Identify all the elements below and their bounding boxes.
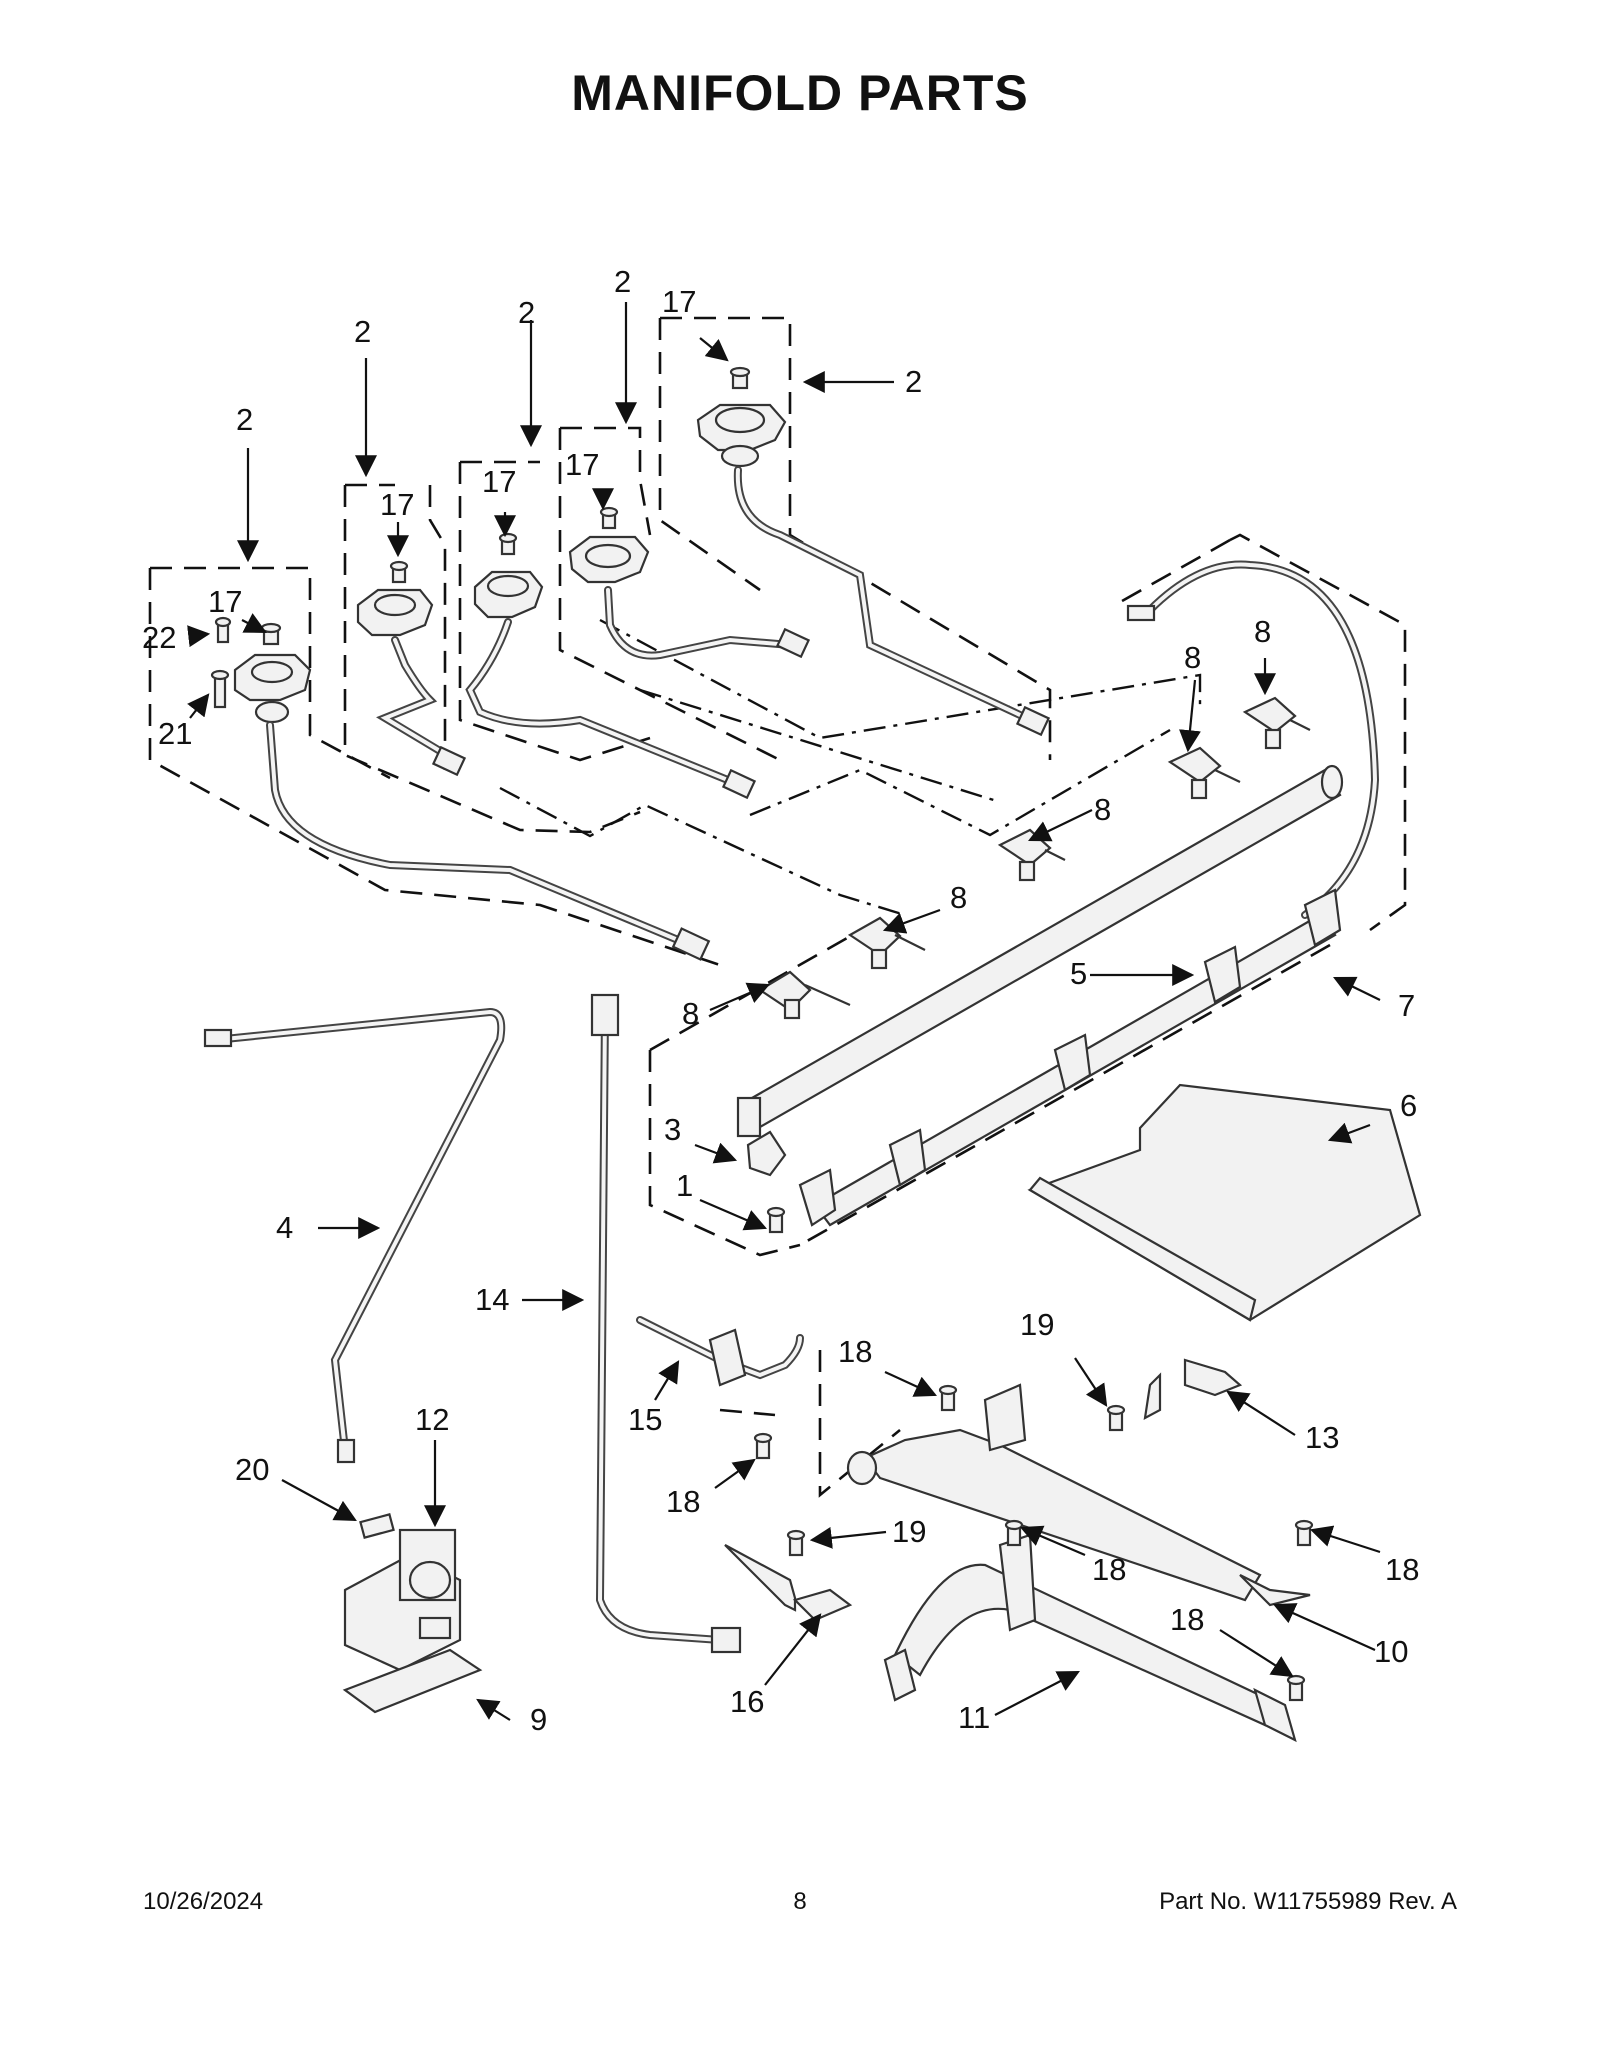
- callout-14: 14: [475, 1282, 509, 1317]
- callout-17: 17: [662, 284, 696, 319]
- footer-date: 10/26/2024: [143, 1888, 264, 1915]
- callout-21: 21: [158, 716, 192, 751]
- pressure-regulator[interactable]: [343, 1528, 462, 1672]
- callout-2: 2: [905, 364, 922, 399]
- callout-10: 10: [1374, 1634, 1408, 1669]
- callout-2: 2: [614, 264, 631, 299]
- clamp-screw[interactable]: [766, 1206, 786, 1234]
- burner-base-1[interactable]: [233, 653, 312, 724]
- elbow-fitting[interactable]: [636, 1316, 804, 1387]
- callout-5: 5: [1070, 956, 1087, 991]
- mounting-screws[interactable]: [753, 1384, 1314, 1702]
- callout-9: 9: [530, 1702, 547, 1737]
- callout-18: 18: [1385, 1552, 1419, 1587]
- callout-1: 1: [676, 1168, 693, 1203]
- tube-fittings: [431, 627, 1051, 961]
- footer-part-number: Part No. W11755989 Rev. A: [1159, 1888, 1457, 1915]
- callout-18: 18: [666, 1484, 700, 1519]
- burner-supply-tubes: [266, 466, 1039, 949]
- broil-ignitor[interactable]: [724, 1544, 853, 1622]
- callout-22: 22: [142, 620, 176, 655]
- callout-13: 13: [1305, 1420, 1339, 1455]
- callout-4: 4: [276, 1210, 293, 1245]
- callout-15: 15: [628, 1402, 662, 1437]
- burner-base-4[interactable]: [568, 535, 650, 584]
- callout-18: 18: [838, 1334, 872, 1369]
- callout-17: 17: [482, 464, 516, 499]
- bake-burner[interactable]: [846, 1383, 1311, 1607]
- manifold-pipe[interactable]: [736, 764, 1344, 1138]
- spark-ignitor[interactable]: [210, 616, 232, 709]
- gas-supply-tube[interactable]: [590, 993, 742, 1654]
- burner-base-3[interactable]: [473, 570, 544, 619]
- callout-3: 3: [664, 1112, 681, 1147]
- callout-6: 6: [1400, 1088, 1417, 1123]
- bake-ignitor[interactable]: [1143, 1358, 1243, 1421]
- callout-12: 12: [415, 1402, 449, 1437]
- callout-8: 8: [1094, 792, 1111, 827]
- regulator-fitting[interactable]: [359, 1513, 395, 1539]
- callout-7: 7: [1398, 988, 1415, 1023]
- callout-8: 8: [950, 880, 967, 915]
- page-title: MANIFOLD PARTS: [571, 65, 1029, 121]
- callout-8: 8: [1254, 614, 1271, 649]
- callout-8: 8: [1184, 640, 1201, 675]
- burner-base-5[interactable]: [696, 403, 787, 468]
- manifold-clamp[interactable]: [746, 1130, 787, 1177]
- oven-gas-tube[interactable]: [203, 1007, 506, 1464]
- callout-17: 17: [208, 584, 242, 619]
- callout-18: 18: [1092, 1552, 1126, 1587]
- dashed-group-outlines: [148, 316, 1407, 1498]
- manifold-bracket-rail: [798, 888, 1342, 1227]
- callout-19: 19: [1020, 1307, 1054, 1342]
- callout-2: 2: [518, 295, 535, 330]
- callout-8: 8: [682, 996, 699, 1031]
- broil-burner[interactable]: [883, 1533, 1297, 1743]
- callout-11: 11: [958, 1700, 990, 1735]
- regulator-bracket[interactable]: [342, 1648, 483, 1714]
- callout-2: 2: [236, 402, 253, 437]
- burner-base-2[interactable]: [356, 588, 434, 637]
- callout-20: 20: [235, 1452, 269, 1487]
- wire-harness: [1126, 560, 1380, 919]
- callout-2: 2: [354, 314, 371, 349]
- callout-leaders: [187, 302, 1381, 1721]
- callout-labels: 2 2 2 2 2 17 17 17 17 17 22 21 8 8 8 8 8…: [142, 264, 1419, 1737]
- footer-page-number: 8: [793, 1888, 807, 1915]
- callout-17: 17: [380, 487, 414, 522]
- callout-16: 16: [730, 1684, 764, 1719]
- callout-18: 18: [1170, 1602, 1204, 1637]
- callout-17: 17: [565, 447, 599, 482]
- heat-shield[interactable]: [1027, 1083, 1422, 1322]
- callout-19: 19: [892, 1514, 926, 1549]
